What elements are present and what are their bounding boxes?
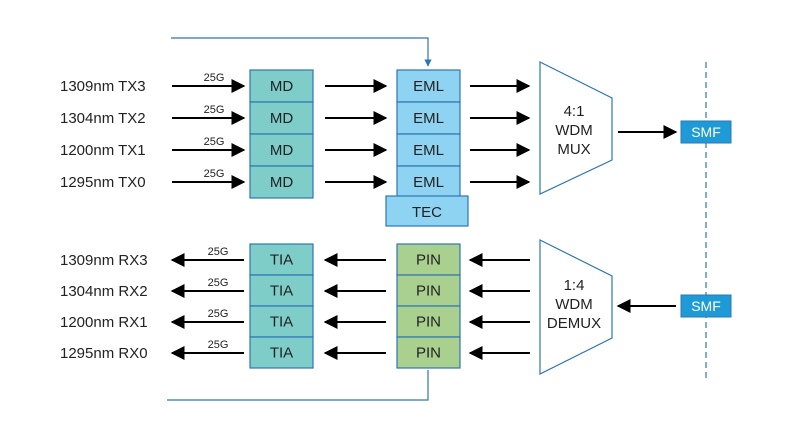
pin-label: PIN bbox=[416, 345, 441, 362]
rx-lane-rate: 25G bbox=[208, 277, 229, 289]
wdm-mux bbox=[539, 61, 613, 195]
rx-lane: 1200nm RX1 25G TIA PIN bbox=[60, 305, 530, 338]
md-block bbox=[249, 69, 314, 103]
tia-label: TIA bbox=[270, 252, 293, 269]
rx-lane-rate: 25G bbox=[208, 308, 229, 320]
tx-lane-rate: 25G bbox=[204, 72, 225, 84]
rx-lane-label: 1304nm RX2 bbox=[60, 283, 148, 300]
tx-lane: 1200nm TX1 25G MD EML bbox=[60, 133, 531, 167]
pin-block bbox=[396, 243, 461, 276]
tx-smf-label: SMF bbox=[691, 124, 721, 140]
tia-block bbox=[249, 243, 314, 276]
tx-lane: 1295nm TX0 25G MD EML bbox=[60, 165, 531, 199]
rx-control-wire bbox=[167, 370, 429, 401]
tx-lane-label: 1304nm TX2 bbox=[60, 110, 146, 127]
rx-lane: 1309nm RX3 25G TIA PIN bbox=[60, 243, 530, 276]
eml-label: EML bbox=[413, 174, 444, 191]
tia-label: TIA bbox=[270, 283, 293, 300]
tx-lane-label: 1200nm TX1 bbox=[60, 142, 146, 159]
eml-label: EML bbox=[413, 78, 444, 95]
pin-label: PIN bbox=[416, 314, 441, 331]
pin-block bbox=[396, 305, 461, 338]
pin-block bbox=[396, 274, 461, 307]
eml-block bbox=[396, 165, 461, 199]
rx-smf-label: SMF bbox=[691, 298, 721, 314]
md-label: MD bbox=[270, 78, 293, 95]
eml-label: EML bbox=[413, 142, 444, 159]
tx-lane: 1304nm TX2 25G MD EML bbox=[60, 101, 531, 135]
eml-label: EML bbox=[413, 110, 444, 127]
rx-lane-label: 1200nm RX1 bbox=[60, 314, 148, 331]
tx-lane-rate: 25G bbox=[204, 136, 225, 148]
tx-lane-label: 1295nm TX0 bbox=[60, 174, 146, 191]
demux-label-line-2: WDM bbox=[555, 296, 593, 313]
tec-block bbox=[385, 195, 469, 227]
tia-block bbox=[249, 336, 314, 369]
tx-control-wire bbox=[171, 37, 432, 67]
tia-label: TIA bbox=[270, 314, 293, 331]
pin-label: PIN bbox=[416, 252, 441, 269]
rx-lane-rate: 25G bbox=[208, 246, 229, 258]
md-block bbox=[249, 133, 314, 167]
rx-lane-label: 1309nm RX3 bbox=[60, 252, 148, 269]
demux-label-line-1: 1:4 bbox=[564, 277, 585, 294]
tec-label: TEC bbox=[412, 204, 442, 221]
rx-lane: 1295nm RX0 25G TIA PIN bbox=[60, 336, 530, 369]
eml-block bbox=[396, 133, 461, 167]
tx-lane-rate: 25G bbox=[204, 168, 225, 180]
tx-lane-rate: 25G bbox=[204, 104, 225, 116]
md-block bbox=[249, 165, 314, 199]
rx-lane-rate: 25G bbox=[208, 339, 229, 351]
md-label: MD bbox=[270, 174, 293, 191]
rx-lane: 1304nm RX2 25G TIA PIN bbox=[60, 274, 530, 307]
pin-block bbox=[396, 336, 461, 369]
mux-label-line-2: WDM bbox=[555, 122, 593, 139]
tia-block bbox=[249, 305, 314, 338]
tx-smf-block bbox=[680, 120, 732, 144]
mux-label-line-3: MUX bbox=[557, 141, 590, 158]
md-label: MD bbox=[270, 142, 293, 159]
tx-lane-label: 1309nm TX3 bbox=[60, 78, 146, 95]
wdm-demux bbox=[539, 239, 613, 375]
rx-lane-label: 1295nm RX0 bbox=[60, 345, 148, 362]
rx-smf-block bbox=[680, 294, 732, 318]
pin-label: PIN bbox=[416, 283, 441, 300]
mux-label-line-1: 4:1 bbox=[564, 103, 585, 120]
tx-lane: 1309nm TX3 25G MD EML bbox=[60, 69, 531, 103]
tia-label: TIA bbox=[270, 345, 293, 362]
md-label: MD bbox=[270, 110, 293, 127]
demux-label-line-3: DEMUX bbox=[547, 315, 601, 332]
